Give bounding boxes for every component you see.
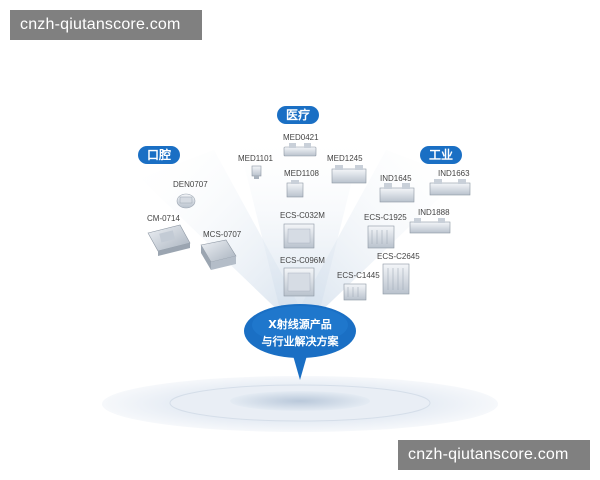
device-med1101 (251, 165, 262, 179)
device-ind1888 (409, 218, 451, 234)
device-ecs-c2645 (382, 263, 410, 295)
device-ecs-c1445 (343, 283, 367, 301)
device-ecs-c096m (283, 267, 315, 297)
label-ind1888: IND1888 (418, 208, 450, 217)
label-ecs-c096m: ECS-C096M (280, 256, 325, 265)
device-ecs-c1925 (367, 225, 395, 249)
category-industrial: 工业 (420, 146, 462, 164)
device-mcs0707 (200, 239, 237, 270)
device-med1108 (286, 180, 304, 198)
device-cm0714 (147, 224, 191, 256)
watermark-bottom: cnzh-qiutanscore.com (398, 440, 590, 470)
category-medical: 医疗 (277, 106, 319, 124)
device-den0707 (176, 193, 196, 209)
label-med1101: MED1101 (238, 154, 273, 163)
label-mcs0707: MCS-0707 (203, 230, 242, 239)
label-cm0714: CM-0714 (147, 214, 180, 223)
device-med1245 (331, 165, 367, 184)
device-med0421 (283, 143, 317, 157)
label-med1108: MED1108 (284, 169, 319, 178)
watermark-top: cnzh-qiutanscore.com (10, 10, 202, 40)
label-ecs-c032m: ECS-C032M (280, 211, 325, 220)
base-disc-inner (230, 391, 370, 411)
label-ecs-c1925: ECS-C1925 (364, 213, 407, 222)
label-ind1645: IND1645 (380, 174, 412, 183)
category-dental: 口腔 (138, 146, 180, 164)
device-ind1663 (429, 179, 471, 196)
label-ind1663: IND1663 (438, 169, 470, 178)
beam-left (140, 150, 306, 322)
center-line-2: 与行业解决方案 (261, 335, 339, 348)
label-ecs-c2645: ECS-C2645 (377, 252, 420, 261)
device-ecs-c032m (283, 223, 315, 249)
center-source (244, 304, 356, 380)
device-ind1645 (379, 183, 415, 203)
label-den0707: DEN0707 (173, 180, 208, 189)
label-med0421: MED0421 (283, 133, 319, 142)
center-source-label: X射线源产品 与行业解决方案 (248, 316, 352, 350)
center-line-1: X射线源产品 (268, 318, 332, 331)
label-ecs-c1445: ECS-C1445 (337, 271, 380, 280)
label-med1245: MED1245 (327, 154, 363, 163)
